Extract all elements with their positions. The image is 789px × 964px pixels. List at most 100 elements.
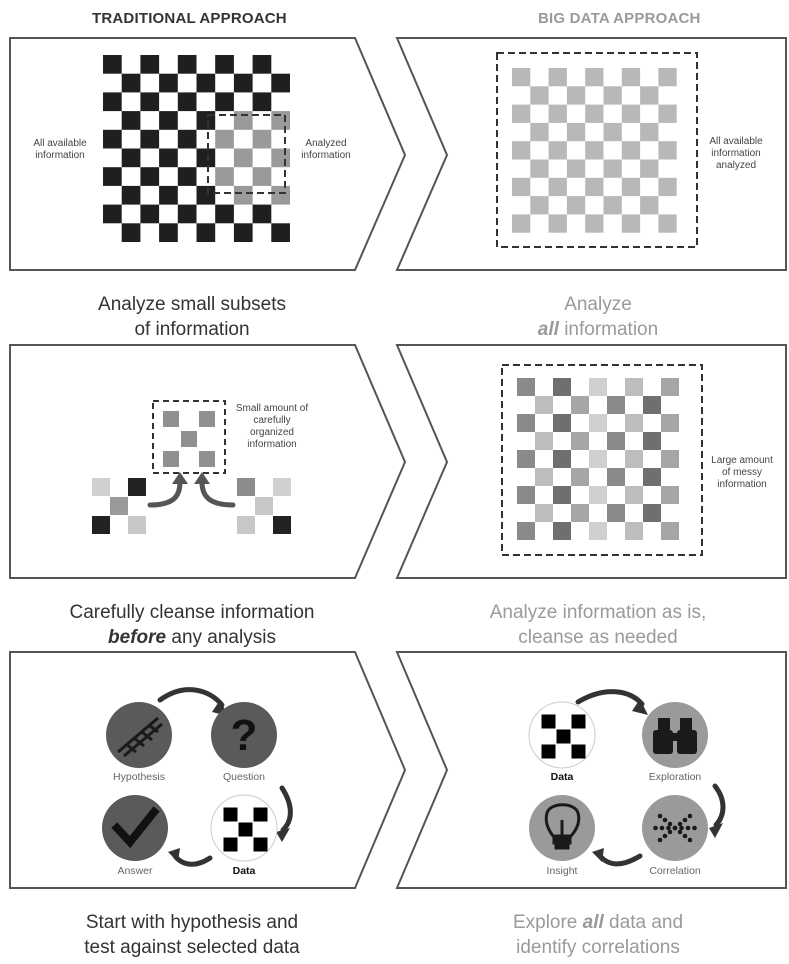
messy-square (553, 450, 571, 468)
checker-square (233, 185, 253, 205)
checker-square (566, 159, 586, 178)
messy-square (607, 432, 625, 450)
checker-square (658, 214, 677, 233)
correlation-dot (677, 821, 683, 827)
panel-right-row2 (395, 344, 787, 579)
data-square (571, 744, 586, 759)
checker-square (103, 129, 122, 149)
messy-square (643, 468, 661, 486)
node-label-insight: Insight (546, 865, 578, 877)
checker-square (233, 73, 253, 93)
correlation-dot (679, 825, 684, 831)
checker-square (585, 141, 604, 160)
messy-square (589, 450, 607, 468)
data-square (571, 714, 586, 729)
messy-pieces-left (92, 478, 146, 534)
checker-square (640, 196, 659, 215)
checker-square (530, 196, 549, 215)
messy-info-box (501, 364, 703, 556)
arrowhead-left (172, 472, 188, 484)
checkerboard-traditional (103, 55, 290, 242)
correlation-dot (682, 833, 688, 839)
checker-square (621, 104, 641, 123)
messy-square (517, 378, 535, 396)
checker-square (512, 104, 531, 123)
checker-square (177, 204, 197, 224)
checker-square (512, 177, 531, 197)
checker-square (566, 86, 586, 105)
checker-square (159, 223, 178, 242)
checker-square (658, 141, 677, 160)
messy-square (643, 504, 661, 522)
data-square (238, 822, 253, 837)
checker-square (140, 167, 160, 186)
checkmark-icon (111, 806, 160, 849)
panel-left-row2 (9, 344, 407, 579)
node-label-hypothesis: Hypothesis (113, 771, 165, 783)
checker-square (159, 148, 178, 168)
arrow-left-to-box (147, 479, 183, 508)
label-large-messy: Large amount of messy information (711, 455, 773, 490)
all-analyzed-box (496, 52, 698, 248)
correlation-dot (685, 825, 691, 831)
cycle-arrow-1 (157, 687, 225, 708)
cycle-arrow-r1 (575, 689, 645, 707)
data-square (253, 837, 268, 852)
correlation-dot (687, 813, 693, 819)
cycle-arrow-r2 (712, 783, 726, 828)
analyzed-subset-box (207, 114, 286, 194)
correlation-dot (653, 825, 658, 831)
checker-square (196, 148, 216, 168)
label-small-organized: Small amount of carefully organized info… (235, 403, 309, 450)
messy-square (661, 450, 679, 468)
node-label-exploration: Exploration (648, 771, 702, 783)
messy-square (553, 522, 571, 540)
correlation-dot (667, 829, 673, 835)
messy-square (553, 486, 571, 504)
checker-square (233, 223, 253, 242)
dna-icon (117, 716, 163, 758)
correlation-dot (682, 817, 688, 823)
correlation-dot (657, 813, 663, 819)
checker-square (177, 55, 197, 74)
checker-square (585, 104, 604, 123)
messy-square (589, 378, 607, 396)
messy-square (589, 414, 607, 432)
checker-square (603, 122, 622, 142)
checker-square (159, 73, 178, 93)
checker-square (233, 148, 253, 168)
correlation-dot (662, 817, 668, 823)
messy-square (535, 396, 553, 414)
messy-square (607, 468, 625, 486)
header-big-data: BIG DATA APPROACH (538, 10, 701, 27)
checker-square (196, 73, 216, 93)
checker-square (121, 73, 141, 93)
checker-square (177, 167, 197, 186)
correlation-dot (667, 821, 673, 827)
arrow-right-to-box (199, 479, 236, 508)
checker-square (621, 141, 641, 160)
checker-square (177, 92, 197, 112)
messy-square (553, 414, 571, 432)
messy-square (661, 522, 679, 540)
checker-square (603, 86, 622, 105)
cycle-arrow-3 (172, 853, 213, 867)
messy-square (643, 432, 661, 450)
checker-square (640, 86, 659, 105)
panel-right-row1 (395, 37, 787, 271)
messy-square (661, 378, 679, 396)
messy-square (589, 486, 607, 504)
checker-square (121, 111, 141, 130)
checker-square (252, 167, 272, 186)
question-icon: ? (231, 711, 258, 760)
messy-checkerboard (517, 378, 679, 540)
checker-square (215, 204, 234, 224)
correlation-dot (687, 837, 693, 843)
checker-square (103, 167, 122, 186)
checker-square (548, 68, 567, 87)
messy-square (517, 414, 535, 432)
messy-square (625, 450, 643, 468)
